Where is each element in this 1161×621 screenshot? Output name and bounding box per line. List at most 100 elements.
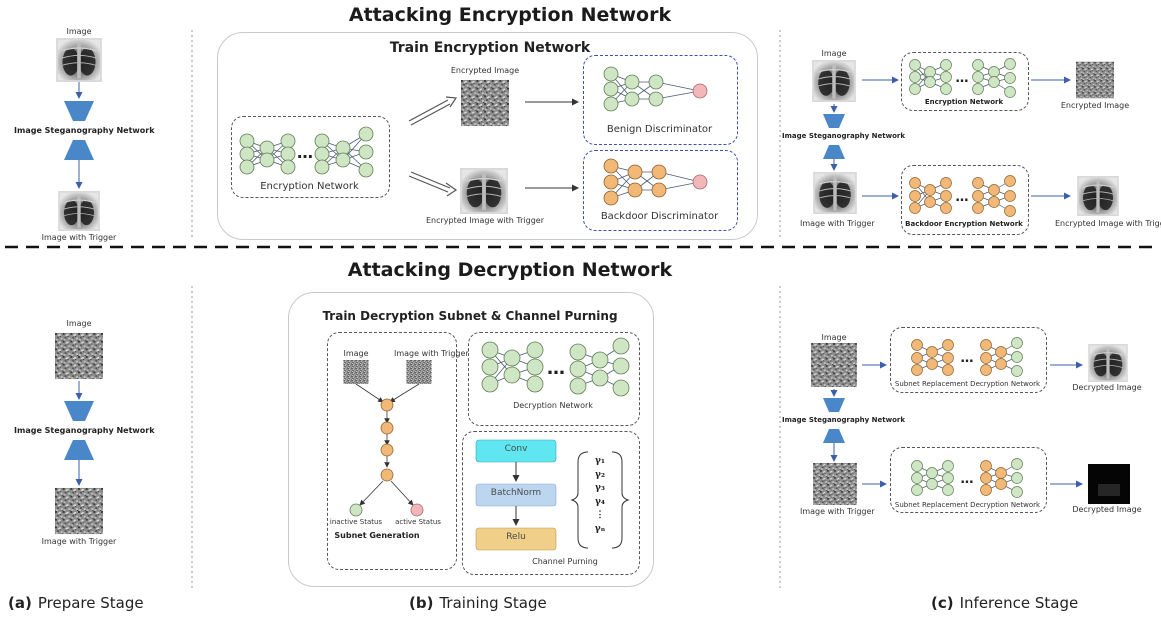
title-encryption-attack: Attacking Encryption Network [348,4,672,26]
label-channel-purning: Channel Purning [532,557,598,566]
label-active-status: active Status [395,518,441,526]
label-encrypted-image: Encrypted Image [450,66,520,75]
caption-b-text: Training Stage [439,594,547,612]
inf-label-decrypted-top: Decrypted Image [1072,383,1142,392]
encryption-network-graph: … [239,126,374,178]
gamma-3: γ₃ [595,483,605,493]
subnet-chain [380,398,394,482]
inf-backdoor-box [901,165,1029,235]
inf-label-encrypted-trigger: Encrypted Image with Trigger [1055,219,1161,228]
caption-a: (a) Prepare Stage [8,594,144,612]
noise-image [55,332,103,380]
caption-c-tag: (c) [931,594,954,612]
backdoor-discriminator-box [583,150,738,231]
left-brace [570,451,589,549]
inf-label-stego: Image Steganography Network [782,132,905,140]
label-batchnorm: BatchNorm [490,488,542,498]
caption-b-tag: (b) [409,594,434,612]
inf-encrypted-trigger-xray [1076,176,1120,216]
xray-trigger-image [57,191,101,231]
inf-label-image-trigger: Image with Trigger [800,219,875,228]
svg-text:…: … [961,351,974,366]
caption-c: (c) Inference Stage [931,594,1078,612]
caption-a-tag: (a) [8,594,32,612]
gamma-1: γ₁ [595,456,605,466]
label-encrypted-trigger: Encrypted Image with Trigger [425,216,544,225]
inf-bottom-label-image: Image [821,333,847,342]
caption-b: (b) Training Stage [409,594,547,612]
label-inactive-status: inactive Status [329,518,383,526]
svg-text:…: … [956,71,969,86]
inactive-node [349,503,363,517]
label-subnet-generation: Subnet Generation [334,531,420,540]
label-decryption-network: Decryption Network [513,401,593,410]
svg-text:…: … [956,190,969,205]
inf-encryption-graph: … [909,58,1016,98]
label-subnet-image-trigger: Image with Trigger [394,349,469,358]
label-stego-network-bottom: Image Steganography Network [14,426,155,435]
gamma-2: γ₂ [595,469,605,480]
caption-c-text: Inference Stage [959,594,1079,612]
label-image-bottom: Image [66,319,92,328]
panel-train-decryption [288,292,654,587]
benign-discriminator-graph [603,66,708,112]
xray-image [55,38,103,82]
inf-bottom-label-stego: Image Steganography Network [782,416,905,424]
label-image-trigger: Image with Trigger [41,233,117,242]
inf-label-subnet-top: Subnet Replacement Decryption Network [894,380,1041,388]
gamma-list: γ₁ γ₂ γ₃ γ₄ ⋮ γₙ [588,455,612,536]
inf-xray-trigger [812,172,858,214]
arrow-to-encrypted-trigger [408,171,458,197]
label-conv: Conv [504,444,528,454]
inf-encryption-box [901,52,1029,111]
inf-label-backdoor-network: Backdoor Encryption Network [905,220,1023,228]
right-brace [611,451,630,549]
svg-text:…: … [297,143,313,162]
inf-backdoor-encryption-graph: … [909,175,1016,217]
inf-label-encrypted-image: Encrypted Image [1060,101,1130,110]
gamma-n: γₙ [594,523,606,534]
benign-discriminator-box [583,55,738,145]
inf-xray-image [811,60,857,102]
label-subnet-image: Image [343,349,369,358]
inf-subnet-graph-top: … [911,337,1023,377]
panel-title-train-decryption: Train Decryption Subnet & Channel Purnin… [322,309,618,323]
inf-label-encryption-network: Encryption Network [924,98,1004,106]
label-image-trigger-bottom: Image with Trigger [41,537,117,546]
inf-label-image: Image [821,49,847,58]
panel-title-train-encryption: Train Encryption Network [389,40,591,56]
noise-trigger-image [55,487,103,535]
svg-text:…: … [547,358,565,379]
decryption-network-box [468,332,640,426]
label-encryption-network: Encryption Network [260,181,359,192]
stego-encoder-shape [64,101,94,121]
inf-subnet-graph-bottom: … [911,458,1023,498]
inf-label-decrypted-bottom: Decrypted Image [1072,505,1142,514]
caption-a-text: Prepare Stage [37,594,144,612]
relu-block [475,527,557,551]
gamma-4: γ₄ [595,496,605,507]
inf-subnet-box-top [890,327,1047,393]
channel-purning-box [462,431,640,575]
decryption-network-graph: … [481,337,630,397]
active-node [410,503,424,517]
subnet-generation-box [327,332,457,570]
svg-text:…: … [961,472,974,487]
label-stego-network: Image Steganography Network [14,126,155,135]
label-relu: Relu [506,532,526,542]
backdoor-discriminator-graph [603,158,708,206]
label-image: Image [66,27,92,36]
inf-bottom-noise-trigger [813,463,857,505]
inf-label-subnet-bottom: Subnet Replacement Decryption Network [894,501,1041,509]
inf-subnet-box-bottom [890,447,1047,513]
encryption-network-box [231,116,390,198]
label-benign-discriminator: Benign Discriminator [606,124,713,135]
title-decryption-attack: Attacking Decryption Network [347,259,673,281]
panel-train-encryption [217,32,758,240]
inf-bottom-label-image-trigger: Image with Trigger [800,507,875,516]
label-backdoor-discriminator: Backdoor Discriminator [600,211,719,222]
inf-bottom-noise [811,343,857,387]
inf-decrypted-xray [1088,344,1128,382]
inf-encrypted-noise [1076,61,1114,99]
